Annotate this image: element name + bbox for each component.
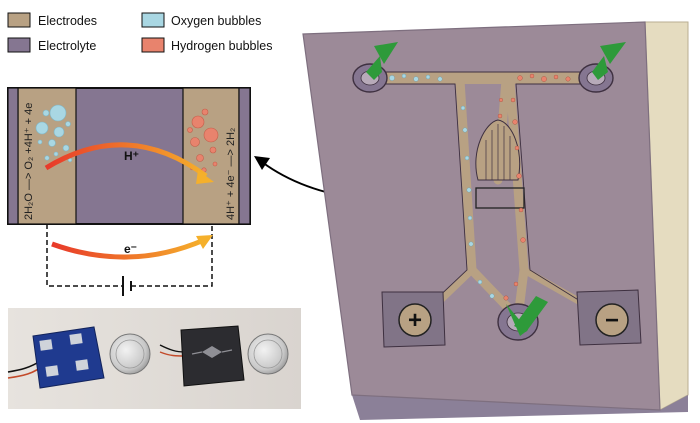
cathode-reaction: 4H⁺ + 4e⁻ —> 2H₂ xyxy=(225,128,237,220)
negative-symbol: − xyxy=(605,307,619,334)
electron-label: e⁻ xyxy=(124,242,137,256)
legend-electrodes-swatch xyxy=(7,12,31,28)
flow-arrow-out-left xyxy=(366,42,398,80)
proton-label: H⁺ xyxy=(124,149,139,163)
microfluidic-device: + − xyxy=(302,21,689,420)
cell-cross-section: H⁺ 2H₂O —> O₂ +4H⁺ + 4e 4H⁺ + 4e⁻ —> 2H₂… xyxy=(7,87,251,296)
device-photo xyxy=(7,308,301,409)
right-wall xyxy=(238,87,251,225)
flow-arrow-in-bottom xyxy=(506,296,548,336)
electron-flow-arrow xyxy=(51,237,205,260)
legend-hydrogen-swatch xyxy=(141,37,165,53)
negative-electrode-pad: − xyxy=(576,289,642,346)
oxygen-bubbles-channel xyxy=(389,73,495,299)
legend: Electrodes Electrolyte Oxygen bubbles Hy… xyxy=(7,12,272,53)
zoom-region-box xyxy=(475,187,525,209)
zoom-pointer-head xyxy=(254,156,270,170)
electron-arrow-head xyxy=(196,235,213,249)
positive-symbol: + xyxy=(408,307,422,334)
oxygen-bubbles-anode xyxy=(35,104,73,163)
legend-oxygen-swatch xyxy=(141,12,165,28)
positive-electrode-pad: + xyxy=(381,291,446,348)
proton-arrow-head xyxy=(196,170,214,184)
legend-electrolyte-swatch xyxy=(7,37,31,53)
flow-arrow-out-right xyxy=(592,42,626,80)
cathode-electrode xyxy=(182,87,240,225)
legend-oxygen-label: Oxygen bubbles xyxy=(171,14,261,28)
left-wall xyxy=(7,87,19,225)
proton-flow-arrow xyxy=(44,142,208,179)
anode-reaction: 2H₂O —> O₂ +4H⁺ + 4e xyxy=(23,103,35,220)
external-circuit xyxy=(46,224,213,287)
hydrogen-bubbles-channel xyxy=(497,73,571,301)
legend-electrolyte-label: Electrolyte xyxy=(38,39,96,53)
chip-bottom-face xyxy=(352,395,688,420)
legend-hydrogen-label: Hydrogen bubbles xyxy=(171,39,272,53)
legend-electrodes-label: Electrodes xyxy=(38,14,97,28)
chip-photo-top-view xyxy=(32,326,105,389)
